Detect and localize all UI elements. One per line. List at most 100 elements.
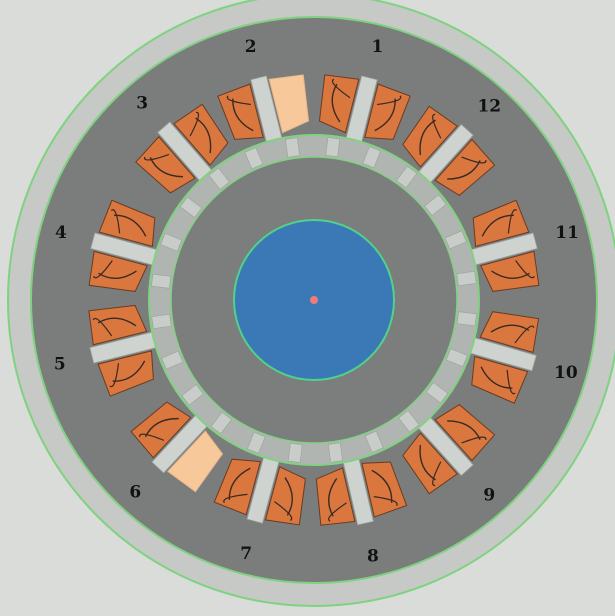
coil-winding	[472, 199, 530, 247]
highlighted-coil	[167, 430, 224, 493]
coil-wire-line	[223, 493, 248, 504]
air-gap-segment	[445, 348, 468, 368]
coil-wire-line	[97, 317, 137, 327]
coil-wire-line	[149, 157, 183, 178]
air-gap-segment	[444, 230, 467, 250]
coil-winding	[315, 467, 356, 526]
coil-wire-line	[110, 209, 121, 234]
coil-wire-line	[93, 260, 113, 279]
coil-winding	[173, 103, 229, 166]
coil-wire-line	[232, 98, 254, 132]
coil-wire-line	[432, 113, 442, 139]
stator-slots	[88, 74, 540, 526]
coil-winding	[130, 401, 192, 459]
coil-winding	[97, 350, 154, 397]
air-gap-segment	[151, 273, 172, 289]
stator-slot-6	[130, 401, 224, 493]
coil-wire-line	[195, 117, 212, 154]
coil-winding	[361, 461, 408, 518]
coil-wire-line	[432, 461, 442, 487]
slot-label-8: 8	[367, 546, 379, 566]
coil-wire-line	[373, 496, 398, 507]
air-gap-segment	[246, 431, 266, 454]
coil-winding	[471, 355, 529, 404]
air-gap-segment	[398, 410, 420, 433]
coil-winding	[88, 250, 148, 292]
coil-wire-line	[109, 363, 120, 388]
air-gap-segment	[424, 194, 447, 216]
coil-winding	[434, 404, 496, 462]
center-point	[310, 296, 318, 304]
coil-wire-line	[331, 78, 351, 99]
air-gap-segment	[179, 196, 203, 218]
coil-winding	[213, 458, 261, 516]
coil-winding	[364, 83, 411, 140]
air-gap-segment	[208, 167, 230, 190]
air-gap-segment	[160, 232, 183, 252]
coil-winding	[479, 311, 540, 354]
coil-wire-line	[514, 325, 535, 344]
coil-wire-line	[461, 156, 487, 164]
coil-wire-line	[226, 95, 251, 106]
coil-wire-line	[284, 477, 293, 516]
coil-winding	[98, 199, 156, 247]
stator-slot-3	[135, 103, 229, 194]
coil-wire-line	[374, 98, 396, 132]
coil-winding	[135, 135, 196, 194]
stator-slot-8	[315, 456, 408, 526]
air-gap-segment	[210, 411, 232, 435]
coil-wire-line	[328, 502, 347, 522]
coil-wire-line	[189, 111, 200, 137]
air-gap-segment	[244, 147, 264, 170]
coil-wire-line	[98, 270, 137, 279]
air-gap-segment	[285, 137, 301, 158]
air-gap-segment	[161, 350, 184, 370]
stator-slot-5	[88, 304, 159, 397]
coil-winding	[402, 432, 458, 495]
slot-label-7: 7	[240, 544, 252, 564]
coil-wire-line	[491, 270, 530, 279]
stator-slot-10	[467, 311, 540, 404]
slot-label-2: 2	[245, 37, 257, 57]
air-gap-segment	[327, 442, 343, 463]
coil-winding	[217, 83, 264, 140]
air-gap-segments	[151, 137, 477, 463]
air-gap-segment	[151, 313, 172, 329]
coil-winding	[402, 105, 458, 168]
slot-label-6: 6	[129, 483, 141, 503]
air-gap-segment	[364, 430, 384, 453]
coil-winding	[318, 74, 360, 134]
slot-label-10: 10	[554, 363, 578, 383]
air-gap-segment	[456, 311, 477, 327]
stator-slot-7	[213, 454, 306, 526]
slot-label-4: 4	[55, 223, 67, 243]
coil-winding	[480, 250, 540, 292]
slot-label-11: 11	[555, 223, 579, 243]
coil-wire-line	[447, 159, 481, 180]
air-gap-segment	[362, 146, 382, 169]
coil-wire-line	[114, 214, 147, 237]
stator-slot-11	[468, 199, 540, 292]
coil-wire-line	[144, 153, 170, 161]
stator-slot-12	[402, 105, 496, 196]
coil-wire-line	[144, 417, 179, 438]
slot-label-3: 3	[136, 93, 148, 113]
coil-wire-line	[331, 83, 341, 123]
air-gap-segment	[181, 384, 204, 406]
air-gap-segment	[425, 382, 449, 404]
air-gap-segment	[287, 442, 303, 463]
stator-slot-9	[402, 404, 496, 495]
coil-wire-line	[506, 369, 516, 395]
coil-wire-line	[112, 360, 146, 382]
slot-label-1: 1	[371, 37, 383, 57]
air-gap-segment	[396, 165, 418, 189]
coil-winding	[264, 466, 306, 526]
coil-wire-line	[92, 317, 113, 337]
air-gap-segment	[325, 137, 341, 158]
coil-wire-line	[480, 366, 513, 389]
coil-wire-line	[371, 469, 393, 503]
coil-wire-line	[274, 501, 293, 521]
slot-label-12: 12	[477, 96, 501, 116]
